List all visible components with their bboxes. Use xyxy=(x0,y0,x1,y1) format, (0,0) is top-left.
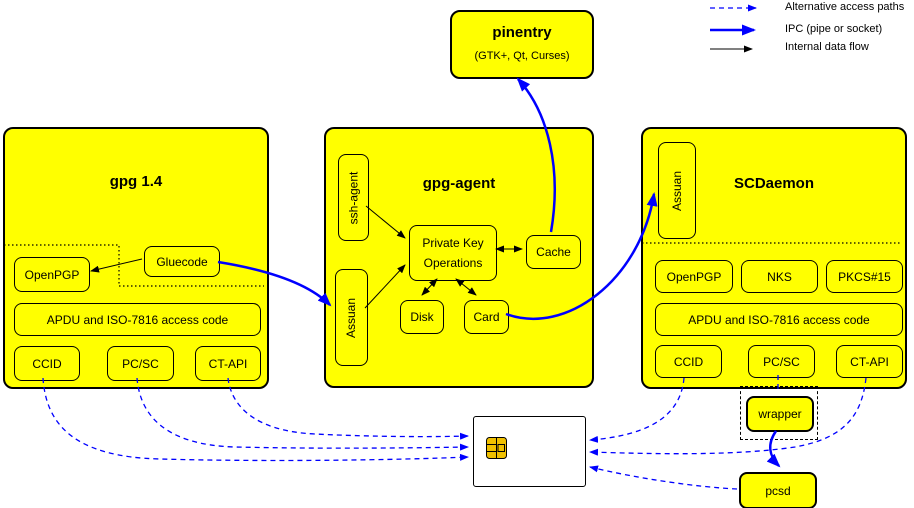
scdaemon-apdu-node: APDU and ISO-7816 access code xyxy=(655,303,903,336)
gpg14-ccid-node: CCID xyxy=(14,346,80,381)
scdaemon-assuan-node: Assuan xyxy=(658,142,696,239)
pinentry-box: pinentry (GTK+, Qt, Curses) xyxy=(450,10,594,79)
gpg14-apdu-node: APDU and ISO-7816 access code xyxy=(14,303,261,336)
alt-pcsd-to-card xyxy=(589,465,738,490)
scdaemon-nks-label: NKS xyxy=(767,269,792,284)
gpg14-gluecode-node: Gluecode xyxy=(144,246,220,277)
scdaemon-pkcs15-node: PKCS#15 xyxy=(826,260,903,293)
legend-label-internal-flow: Internal data flow xyxy=(785,41,869,53)
gpg-agent-ssh-agent-label: ssh-agent xyxy=(346,171,361,224)
scdaemon-apdu-label: APDU and ISO-7816 access code xyxy=(688,312,870,327)
pcsd-label: pcsd xyxy=(765,483,791,498)
scdaemon-pcsc-node: PC/SC xyxy=(748,345,815,378)
pcsd-node: pcsd xyxy=(739,472,817,508)
gpg-agent-disk-node: Disk xyxy=(400,300,444,334)
gpg14-title: gpg 1.4 xyxy=(109,173,163,190)
smartcard xyxy=(473,416,586,487)
alt-gpg14-ccid-to-card xyxy=(42,377,469,462)
scdaemon-openpgp-node: OpenPGP xyxy=(655,260,733,293)
scdaemon-title: SCDaemon xyxy=(733,175,815,192)
gpg14-ccid-label: CCID xyxy=(32,356,62,371)
gpg14-pcsc-label: PC/SC xyxy=(122,356,159,371)
scdaemon-assuan-label: Assuan xyxy=(670,170,684,211)
scdaemon-ccid-label: CCID xyxy=(673,354,704,369)
legend-label-ipc: IPC (pipe or socket) xyxy=(785,23,883,35)
scdaemon-ctapi-node: CT-API xyxy=(836,345,903,378)
gpg14-ctapi-label: CT-API xyxy=(208,356,248,371)
gpg-agent-ssh-agent-node: ssh-agent xyxy=(338,154,369,241)
gpg-agent-assuan-label: Assuan xyxy=(344,297,359,338)
gpg-agent-title: gpg-agent xyxy=(422,175,496,192)
scdaemon-pkcs15-label: PKCS#15 xyxy=(838,269,891,284)
gpg-agent-card-node: Card xyxy=(464,300,509,334)
gpg14-pcsc-node: PC/SC xyxy=(107,346,174,381)
gpg-agent-box: gpg-agent ssh-agent Assuan Private Key O… xyxy=(324,127,594,388)
gpg-agent-cache-label: Cache xyxy=(536,245,571,259)
gpg-agent-private-key-ops-node: Private Key Operations xyxy=(409,225,497,281)
scdaemon-ctapi-label: CT-API xyxy=(850,354,889,369)
gpg14-openpgp-node: OpenPGP xyxy=(14,257,90,292)
wrapper-label: wrapper xyxy=(758,407,802,421)
smartcard-chip-icon xyxy=(486,437,507,459)
gpg14-box: gpg 1.4 OpenPGP Gluecode APDU and ISO-78… xyxy=(3,127,269,389)
scdaemon-pcsc-label: PC/SC xyxy=(763,354,800,369)
gpg14-apdu-label: APDU and ISO-7816 access code xyxy=(46,312,229,327)
private-key-ops-line1: Private Key xyxy=(422,236,484,250)
gpg-agent-assuan-node: Assuan xyxy=(335,269,368,366)
gpg-agent-card-label: Card xyxy=(473,310,500,324)
pinentry-title: pinentry xyxy=(492,24,552,41)
gpg14-openpgp-label: OpenPGP xyxy=(24,267,80,282)
legend-label-alternative-access: Alternative access paths xyxy=(785,1,905,13)
private-key-ops-line2: Operations xyxy=(423,256,483,270)
scdaemon-ccid-node: CCID xyxy=(655,345,722,378)
gpg-agent-disk-label: Disk xyxy=(410,310,434,324)
scdaemon-openpgp-label: OpenPGP xyxy=(666,269,722,284)
gpg-agent-cache-node: Cache xyxy=(526,235,581,269)
gpg14-ctapi-node: CT-API xyxy=(195,346,261,381)
pinentry-subtitle: (GTK+, Qt, Curses) xyxy=(474,50,570,62)
alt-scdaemon-ctapi-to-card xyxy=(589,377,867,456)
wrapper-node: wrapper xyxy=(746,396,814,432)
scdaemon-box: SCDaemon Assuan OpenPGP NKS PKCS#15 APDU… xyxy=(641,127,907,389)
scdaemon-nks-node: NKS xyxy=(741,260,818,293)
gpg14-gluecode-label: Gluecode xyxy=(156,254,208,269)
